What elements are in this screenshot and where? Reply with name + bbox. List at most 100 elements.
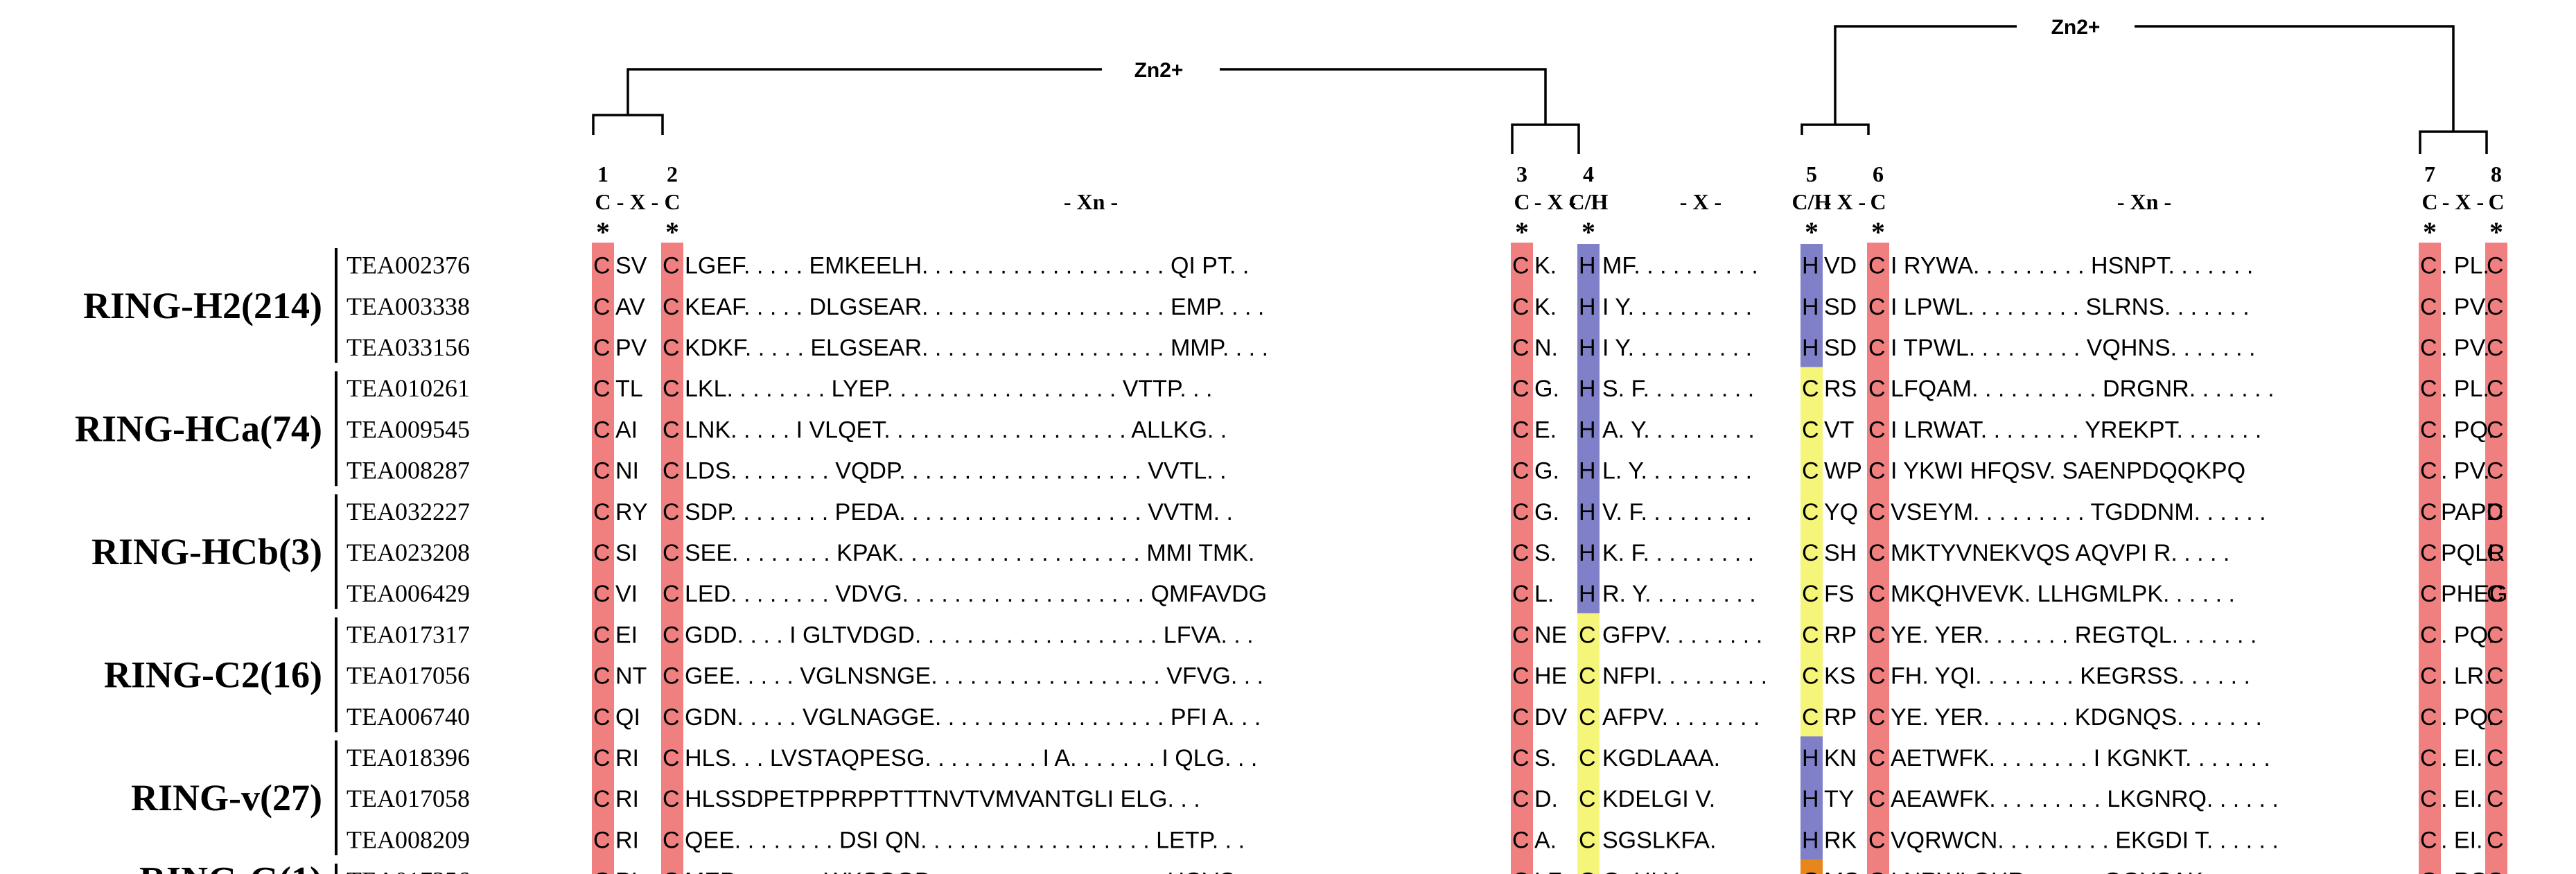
seq-c4: C bbox=[1579, 622, 1596, 648]
seq-x5: PAPD bbox=[2441, 499, 2503, 525]
seq-c3: C bbox=[1512, 868, 1530, 874]
seq-c8: C bbox=[2487, 868, 2504, 874]
highlight-layer bbox=[592, 243, 2507, 874]
seq-c3: C bbox=[1512, 704, 1530, 731]
seq-c1: C bbox=[593, 376, 611, 402]
seq-x4: YQ bbox=[1824, 499, 1858, 525]
seq-c5: H bbox=[1802, 786, 1819, 812]
motif-code: C bbox=[2421, 189, 2437, 214]
seq-x3: I Y. . . . . . . . . . bbox=[1602, 335, 1752, 361]
group-label: RING-H2(214) bbox=[83, 285, 322, 326]
seq-x4: RP bbox=[1824, 622, 1857, 648]
sequence-id: TEA010261 bbox=[347, 374, 470, 402]
seq-xn2: AETWFK. . . . . . . . I KGNKT. . . . . .… bbox=[1891, 745, 2270, 771]
conserved-star: * bbox=[2423, 216, 2437, 247]
seq-c7: C bbox=[2420, 663, 2437, 690]
seq-xn1: QEE. . . . . . . . DSI QN. . . . . . . .… bbox=[685, 827, 1245, 853]
site-c4-highlight bbox=[1577, 244, 1600, 286]
motif-code: C bbox=[1870, 189, 1886, 214]
seq-c3: C bbox=[1512, 376, 1530, 402]
seq-x1: NI bbox=[615, 458, 639, 484]
conserved-star: * bbox=[1515, 216, 1529, 247]
seq-x1: SI bbox=[615, 540, 638, 566]
site-number: 1 bbox=[597, 161, 608, 186]
seq-c6: C bbox=[1868, 786, 1886, 812]
seq-c2: C bbox=[663, 540, 680, 566]
seq-xn1: LED. . . . . . . . VDVG. . . . . . . . .… bbox=[685, 581, 1267, 607]
motif-code: C/H bbox=[1569, 189, 1609, 214]
seq-c6: C bbox=[1868, 540, 1886, 566]
seq-c2: C bbox=[663, 581, 680, 607]
motif-header: 1C*- X -2C*- Xn -3C*- X -4C/H*- X -5C/H*… bbox=[595, 161, 2504, 247]
seq-c3: C bbox=[1512, 581, 1530, 607]
site-c5-highlight bbox=[1800, 531, 1823, 573]
seq-x1: AI bbox=[615, 417, 638, 443]
seq-x1: VI bbox=[615, 581, 638, 607]
motif-code: - X - bbox=[617, 189, 658, 214]
seq-c7: C bbox=[2420, 868, 2437, 874]
seq-x4: KN bbox=[1824, 745, 1857, 771]
seq-c1: C bbox=[593, 417, 611, 443]
seq-x5: . PQ. bbox=[2441, 704, 2494, 731]
seq-c6: C bbox=[1868, 581, 1886, 607]
group-label: RING-G(1) bbox=[139, 859, 322, 874]
motif-code: - X - bbox=[1534, 189, 1576, 214]
seq-x3: NFPI. . . . . . . . . bbox=[1602, 663, 1767, 690]
seq-c2: C bbox=[663, 335, 680, 361]
seq-x4: WP bbox=[1824, 458, 1862, 484]
seq-x2: D. bbox=[1534, 786, 1558, 812]
seq-x5: . LR. bbox=[2441, 663, 2491, 690]
seq-c8: C bbox=[2487, 827, 2504, 853]
seq-x3: KGDLAAA. bbox=[1602, 745, 1720, 771]
site-number: 5 bbox=[1806, 161, 1817, 186]
group-labels: RING-H2(214)RING-HCa(74)RING-HCb(3)RING-… bbox=[75, 248, 338, 874]
site-number: 7 bbox=[2424, 161, 2435, 186]
seq-xn1: KEAF. . . . . DLGSEAR. . . . . . . . . .… bbox=[685, 294, 1264, 320]
site-number: 8 bbox=[2491, 161, 2502, 186]
seq-c4: H bbox=[1579, 458, 1596, 484]
seq-c1: C bbox=[593, 786, 611, 812]
seq-c3: C bbox=[1512, 294, 1530, 320]
seq-x2: A. bbox=[1534, 827, 1557, 853]
seq-x4: VT bbox=[1824, 417, 1854, 443]
seq-xn2: MKQHVEVK. LLHGMLPK. . . . . . bbox=[1891, 581, 2235, 607]
seq-c4: H bbox=[1579, 376, 1596, 402]
sequence-id: TEA017356 bbox=[347, 867, 470, 874]
seq-c5: H bbox=[1802, 745, 1819, 771]
seq-x3: G. HI Y. . . . . . . bbox=[1602, 868, 1761, 874]
site-c4-highlight bbox=[1577, 285, 1600, 327]
sequence-id: TEA008287 bbox=[347, 457, 470, 484]
motif-code: - X - bbox=[1680, 189, 1721, 214]
seq-c5: C bbox=[1802, 622, 1819, 648]
seq-x1: RI bbox=[615, 827, 639, 853]
seq-x5: . PV. bbox=[2441, 294, 2490, 320]
seq-c1: C bbox=[593, 868, 611, 874]
seq-c7: C bbox=[2420, 827, 2437, 853]
seq-c8: C bbox=[2487, 704, 2504, 731]
seq-xn2: LFQAM. . . . . . . . . . DRGNR. . . . . … bbox=[1891, 376, 2275, 402]
site-c4-highlight bbox=[1577, 367, 1600, 409]
seq-x5: . PQ. bbox=[2441, 622, 2494, 648]
seq-x4: KS bbox=[1824, 663, 1855, 690]
seq-c4: H bbox=[1579, 335, 1596, 361]
seq-c2: C bbox=[663, 786, 680, 812]
seq-x5: . PV. bbox=[2441, 335, 2490, 361]
seq-c7: C bbox=[2420, 253, 2437, 279]
conserved-cys-band-c8 bbox=[2485, 243, 2507, 874]
seq-c5: C bbox=[1802, 663, 1819, 690]
seq-x3: AFPV. . . . . . . . bbox=[1602, 704, 1760, 731]
seq-c3: C bbox=[1512, 540, 1530, 566]
seq-x5: . PL. bbox=[2441, 253, 2489, 279]
seq-c1: C bbox=[593, 827, 611, 853]
seq-c1: C bbox=[593, 663, 611, 690]
conserved-cys-band-c6 bbox=[1867, 243, 1889, 874]
